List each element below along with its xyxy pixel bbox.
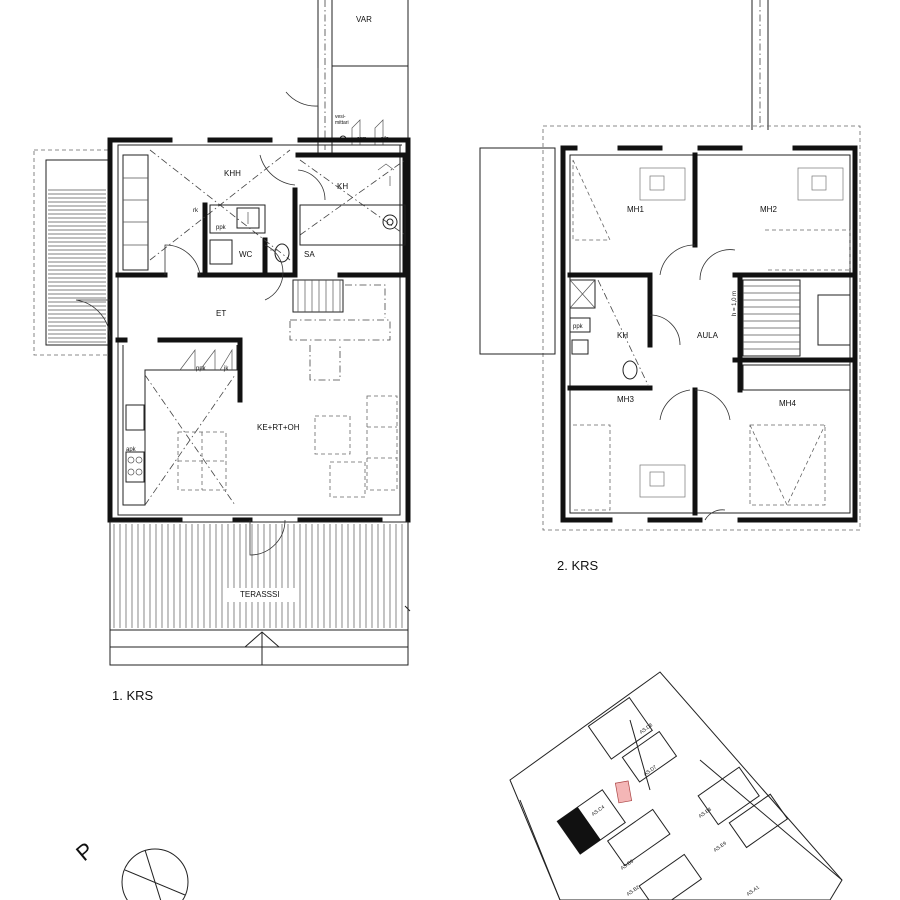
north-arrow-icon: P xyxy=(71,837,189,900)
room-label-aula: AULA xyxy=(697,331,719,340)
highlighted-terrace xyxy=(614,780,633,804)
terrace: TERASSSI xyxy=(109,519,411,666)
room-label-wc: WC xyxy=(239,250,253,259)
label-rk: rk xyxy=(193,208,199,214)
site-label-b2: AS.B2 xyxy=(626,884,641,897)
room-label-mh1: MH1 xyxy=(627,205,644,214)
label-ppk-kitchen: ppk xyxy=(196,366,207,372)
label-jk: jk xyxy=(223,366,229,372)
balcony-left xyxy=(33,149,109,356)
entry-door xyxy=(75,299,111,341)
room-label-khh: KHH xyxy=(224,169,241,178)
site-plan: AS.C5 AS.C4 AS.D8 AS.D7 AS.E8 AS.E9 AS.B… xyxy=(509,671,843,900)
utility-room-fixtures xyxy=(122,149,296,301)
storage-room-var: VAR vesi-mittari sam pilp xyxy=(285,0,409,155)
room-label-terrace: TERASSSI xyxy=(240,590,280,599)
floor-2-plan: MH1 MH2 KH AULA MH3 MH4 ppk h = 1,0 m xyxy=(479,0,861,573)
room-label-var: VAR xyxy=(356,15,372,24)
label-apk: apk xyxy=(126,447,137,453)
site-label-c5: AS.C5 xyxy=(565,768,580,781)
room-label-ke-rt-oh: KE+RT+OH xyxy=(257,423,300,432)
selected-unit-c5 xyxy=(557,806,601,855)
north-arrow-glyph: P xyxy=(71,837,98,866)
room-label-mh3: MH3 xyxy=(617,395,634,404)
floor-1-interior-walls xyxy=(107,152,411,403)
room-label-kh: KH xyxy=(337,182,348,191)
room-label-et: ET xyxy=(216,309,226,318)
label-vesimittari: vesi-mittari xyxy=(335,114,349,126)
site-label-e9: AS.E9 xyxy=(713,840,728,853)
bathroom-fixtures xyxy=(297,159,406,246)
stairs-floor-1 xyxy=(289,279,391,381)
floor-1-plan: VAR vesi-mittari sam pilp xyxy=(33,0,411,703)
floor-2-title: 2. KRS xyxy=(557,558,599,573)
floor-1-exterior-walls xyxy=(107,137,411,523)
site-label-c4: AS.C4 xyxy=(591,804,606,817)
label-ppk-floor2: ppk xyxy=(573,324,584,330)
height-note: h = 1,0 m xyxy=(732,291,738,316)
site-label-a1: AS.A1 xyxy=(746,884,761,897)
room-label-mh2: MH2 xyxy=(760,205,777,214)
kitchen-fixtures xyxy=(122,345,238,506)
living-room-furniture xyxy=(314,395,398,498)
room-label-kh2: KH xyxy=(617,331,628,340)
room-label-sa: SA xyxy=(304,250,315,259)
label-ppk-khh: ppk xyxy=(216,225,227,231)
room-label-mh4: MH4 xyxy=(779,399,796,408)
floor-1-title: 1. KRS xyxy=(112,688,154,703)
